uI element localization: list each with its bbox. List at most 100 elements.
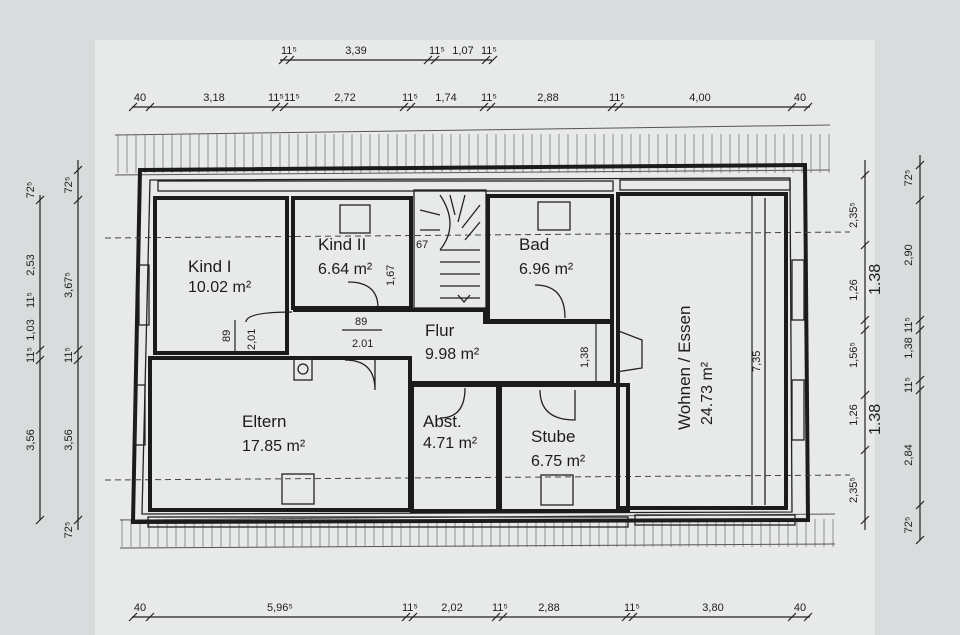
- dim-tick: [279, 102, 289, 112]
- dim-label: 1,03: [25, 319, 37, 340]
- roof-hatching-top: [114, 124, 831, 176]
- dim-text-right-middle-1: 1.38: [867, 264, 884, 295]
- dim-tick: [803, 102, 813, 112]
- dim-label: 11⁵: [402, 92, 418, 104]
- dim-tick: [430, 55, 440, 65]
- dim-text-kind1-door: 89: [221, 330, 233, 342]
- dim-tick: [406, 102, 416, 112]
- dim-tick: [486, 102, 496, 112]
- dim-tick: [787, 612, 797, 622]
- room-label-bad: Bad: [519, 235, 549, 254]
- door-wohnen: [615, 329, 643, 373]
- dim-tick: [481, 55, 491, 65]
- dim-tick: [35, 195, 45, 205]
- room-area-kind2: 6.64 m²: [318, 261, 373, 278]
- window-bad: [537, 201, 571, 231]
- dim-tick: [860, 325, 870, 335]
- eave-strip-bottom-right: [634, 514, 796, 526]
- door-arc-stube: [539, 389, 576, 421]
- dim-label: 1,38: [903, 337, 915, 358]
- dim-tick: [860, 445, 870, 455]
- window-right-2: [791, 379, 805, 441]
- dim-label: 11⁵: [25, 347, 37, 363]
- dim-label: 3,18: [203, 92, 224, 104]
- dim-tick: [399, 102, 409, 112]
- dim-label: 3,80: [702, 602, 723, 614]
- eave-strip-top-right: [619, 179, 791, 191]
- room-area-abst: 4.71 m²: [423, 435, 478, 452]
- dim-tick: [803, 612, 813, 622]
- dim-label: 40: [794, 92, 806, 104]
- dim-text-kind2-small: 1,67: [385, 265, 397, 286]
- dim-tick: [915, 160, 925, 170]
- dim-tick: [621, 612, 631, 622]
- dim-tick: [35, 515, 45, 525]
- dim-label: 11⁵: [903, 377, 915, 393]
- paper: [95, 40, 875, 635]
- room-label-kind2: Kind II: [318, 235, 366, 254]
- dim-tick: [488, 55, 498, 65]
- dim-tick: [408, 612, 418, 622]
- dim-tick: [607, 102, 617, 112]
- dim-chain-left-outer: 3,56 11⁵ 1,03 11⁵ 2,53 72⁵: [25, 182, 45, 525]
- dim-text-flur-width: 2.01: [352, 338, 373, 350]
- dim-label: 11⁵: [481, 45, 497, 57]
- dim-tick: [915, 195, 925, 205]
- staircase: [413, 189, 487, 309]
- dim-label: 40: [134, 92, 146, 104]
- room-area-eltern: 17.85 m²: [242, 438, 306, 455]
- door-arc-bad: [534, 284, 566, 319]
- dim-label: 1,56⁵: [848, 342, 860, 368]
- dim-label: 2,35⁵: [848, 477, 860, 503]
- dim-label: 2,72: [334, 92, 355, 104]
- dim-label: 11⁵: [63, 347, 75, 363]
- room-label-flur: Flur: [425, 321, 455, 340]
- room-area-kind1: 10.02 m²: [188, 279, 252, 296]
- dim-tick: [915, 375, 925, 385]
- dim-tick: [498, 612, 508, 622]
- dim-label: 11⁵: [25, 292, 37, 308]
- dim-label: 1,74: [435, 92, 456, 104]
- chimney: [293, 357, 313, 381]
- dim-label: 11⁵: [268, 92, 284, 104]
- dim-label: 2,90: [903, 244, 915, 265]
- dim-tick: [73, 195, 83, 205]
- room-label-wohnen: Wohnen / Essen: [675, 306, 694, 430]
- dim-tick: [614, 102, 624, 112]
- dim-label: 1,26: [848, 279, 860, 300]
- dim-tick: [915, 500, 925, 510]
- dim-label: 11⁵: [481, 92, 497, 104]
- room-label-abst: Abst.: [423, 412, 462, 431]
- dim-tick: [73, 345, 83, 355]
- dim-tick: [915, 315, 925, 325]
- room-kind1: [153, 196, 289, 355]
- dim-label: 3,56: [25, 429, 37, 450]
- dim-label: 11⁵: [284, 92, 300, 104]
- dim-tick: [128, 102, 138, 112]
- dim-tick: [128, 612, 138, 622]
- window-kind2: [339, 204, 371, 234]
- dim-tick: [628, 612, 638, 622]
- dim-label: 72⁵: [903, 517, 915, 534]
- dim-tick: [35, 345, 45, 355]
- room-wohnen: [616, 192, 788, 510]
- dim-tick: [145, 102, 155, 112]
- dim-label: 3,56: [63, 429, 75, 450]
- dim-label: 2,02: [441, 602, 462, 614]
- dim-text-wohnen-length: 7,35: [751, 351, 763, 372]
- dim-tick: [285, 55, 295, 65]
- dim-label: 2,53: [25, 254, 37, 275]
- dim-text-kind1-height: 2,01: [246, 329, 258, 350]
- dim-label: 11⁵: [903, 317, 915, 333]
- dim-tick: [787, 102, 797, 112]
- dim-label: 11⁵: [609, 92, 625, 104]
- dim-tick: [915, 325, 925, 335]
- dim-label: 72⁵: [25, 182, 37, 199]
- dim-tick: [860, 170, 870, 180]
- dim-label: 11⁵: [402, 602, 418, 614]
- eave-strip-bottom-left: [147, 516, 629, 528]
